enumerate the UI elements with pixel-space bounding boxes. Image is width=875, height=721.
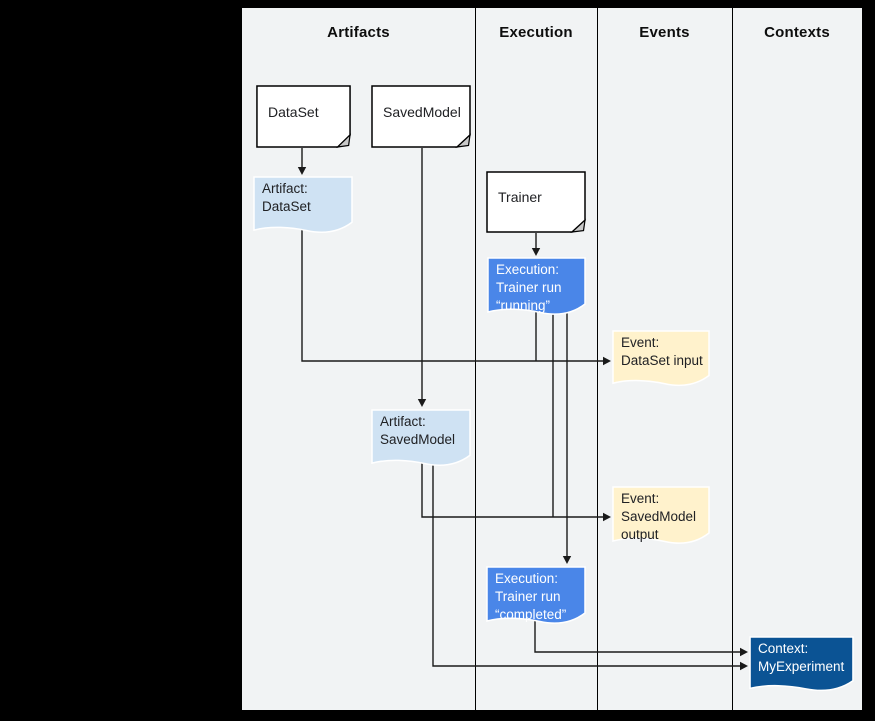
node-artifact-dataset: Artifact: DataSet xyxy=(253,176,353,237)
edge-dataset-to-artifact-dataset xyxy=(297,148,307,175)
node-event-savedmodel-output: Event: SavedModel output xyxy=(612,486,710,548)
node-dataset: DataSet xyxy=(256,85,351,148)
column-header-events: Events xyxy=(639,24,690,41)
node-label: Trainer xyxy=(498,189,542,205)
edge-artifact-savedmodel-to-context xyxy=(432,452,748,671)
node-label: Execution: Trainer run “completed” xyxy=(495,571,567,622)
node-label: Event: DataSet input xyxy=(621,335,703,368)
node-event-dataset-input: Event: DataSet input xyxy=(612,330,710,390)
edge-savedmodel-to-artifact-savedmodel xyxy=(417,148,427,407)
edge-trainer-to-execution-running xyxy=(531,233,541,256)
wave-shape xyxy=(487,257,586,319)
node-label: Event: SavedModel output xyxy=(621,491,697,542)
node-artifact-savedmodel: Artifact: SavedModel xyxy=(371,409,471,470)
node-savedmodel: SavedModel xyxy=(371,85,471,148)
wave-shape xyxy=(612,330,710,390)
node-context-myexperiment: Context: MyExperiment xyxy=(749,636,854,695)
edge-artifact-savedmodel-to-event-savedmodel-output xyxy=(421,452,611,522)
column-header-execution: Execution xyxy=(499,24,573,41)
node-execution-running: Execution: Trainer run “running” xyxy=(487,257,586,319)
node-label: Execution: Trainer run “running” xyxy=(496,262,562,313)
wave-shape xyxy=(253,176,353,237)
node-label: Context: MyExperiment xyxy=(758,641,845,674)
edge-artifact-dataset-to-event-dataset-input xyxy=(301,220,611,366)
wave-shape xyxy=(612,486,710,548)
node-label: SavedModel xyxy=(383,103,461,120)
edge-execution-running-to-execution-completed xyxy=(562,295,572,564)
wave-shape xyxy=(371,409,471,470)
node-label: DataSet xyxy=(268,103,319,120)
node-trainer: Trainer xyxy=(486,171,586,233)
wave-shape xyxy=(486,566,586,628)
document-shape xyxy=(256,85,351,148)
document-shape xyxy=(371,85,471,148)
node-label: Artifact: DataSet xyxy=(262,181,311,214)
column-header-contexts: Contexts xyxy=(764,24,830,41)
column-header-artifacts: Artifacts xyxy=(327,24,390,41)
wave-shape xyxy=(749,636,854,695)
column-divider xyxy=(732,8,733,710)
edge-execution-completed-to-context xyxy=(534,615,748,657)
document-shape xyxy=(486,171,586,233)
node-execution-completed: Execution: Trainer run “completed” xyxy=(486,566,586,628)
column-divider xyxy=(475,8,476,710)
column-divider xyxy=(597,8,598,710)
node-label: Artifact: SavedModel xyxy=(380,414,456,447)
